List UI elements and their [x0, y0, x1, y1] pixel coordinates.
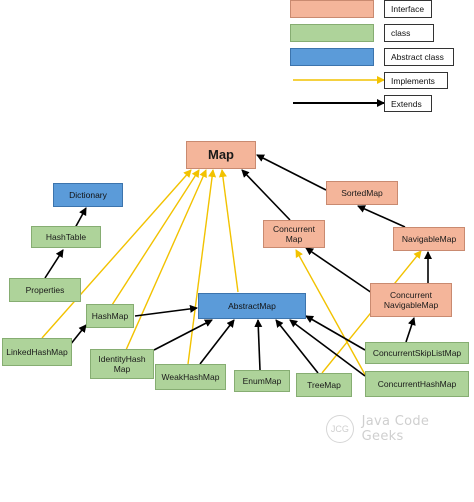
node-sortedmap: SortedMap	[326, 181, 398, 205]
edge-treemap-extends-abstractmap	[275, 319, 319, 374]
edge-enummap-extends-abstractmap	[254, 319, 263, 371]
node-concurrentskiplistmap: ConcurrentSkipListMap	[365, 342, 469, 364]
watermark: JCG Java Code Geeks	[326, 414, 474, 444]
node-weakhashmap: WeakHashMap	[155, 364, 226, 390]
node-properties: Properties	[9, 278, 81, 302]
node-concurrenthashmap: ConcurrentHashMap	[365, 371, 469, 397]
node-map: Map	[186, 141, 256, 169]
node-enummap: EnumMap	[234, 370, 290, 392]
watermark-text: Java Code Geeks	[361, 414, 430, 444]
legend-class-label: class	[384, 24, 434, 42]
edge-abstractmap-implements-map	[218, 169, 239, 293]
legend-extends-label: Extends	[384, 95, 432, 112]
edge-identityhashmap-implements-map	[125, 169, 207, 351]
edge-sortedmap-extends-map	[256, 154, 327, 191]
edge-hashmap-implements-map	[111, 169, 200, 306]
node-hashtable: HashTable	[31, 226, 101, 248]
legend-interface-label: Interface	[384, 0, 432, 18]
node-linkedhashmap: LinkedHashMap	[2, 338, 72, 366]
edge-hashtable-extends-dictionary	[74, 207, 87, 229]
edge-concurrenthashmap-implements-concurrentmap	[295, 249, 369, 381]
node-abstractmap: AbstractMap	[198, 293, 306, 319]
node-concurrentnavigablemap: Concurrent NavigableMap	[370, 283, 452, 317]
edge-linkedhashmap-implements-map	[41, 169, 192, 339]
legend-implements-label: Implements	[384, 72, 448, 89]
node-dictionary: Dictionary	[53, 183, 123, 207]
node-identityhashmap: IdentityHash Map	[90, 349, 154, 379]
edge-hashmap-extends-abstractmap	[134, 304, 198, 317]
node-concurrentmap: Concurrent Map	[263, 220, 325, 248]
edge-weakhashmap-implements-map	[187, 169, 217, 365]
node-navigablemap: NavigableMap	[393, 227, 465, 251]
edge-concurrentmap-extends-map	[241, 169, 291, 221]
watermark-logo: JCG	[326, 415, 354, 443]
edge-linkedhashmap-extends-hashmap	[69, 324, 87, 346]
edge-concurrentskiplistmap-extends-concurrentnavigablemap	[405, 317, 416, 343]
legend-class-swatch	[290, 24, 374, 42]
legend-abstract-swatch	[290, 48, 374, 66]
edge-weakhashmap-extends-abstractmap	[199, 319, 235, 365]
edge-properties-extends-hashtable	[44, 249, 64, 279]
legend-interface-swatch	[290, 0, 374, 18]
node-hashmap: HashMap	[86, 304, 134, 328]
edge-concurrenthashmap-extends-abstractmap	[289, 319, 366, 377]
edge-navigablemap-extends-sortedmap	[357, 205, 406, 228]
legend-abstract-label: Abstract class	[384, 48, 454, 66]
edge-concurrentskiplistmap-extends-abstractmap	[305, 315, 366, 351]
edge-concurrentnavigablemap-extends-concurrentmap	[305, 247, 373, 294]
edge-identityhashmap-extends-abstractmap	[153, 319, 213, 351]
node-treemap: TreeMap	[296, 373, 352, 397]
